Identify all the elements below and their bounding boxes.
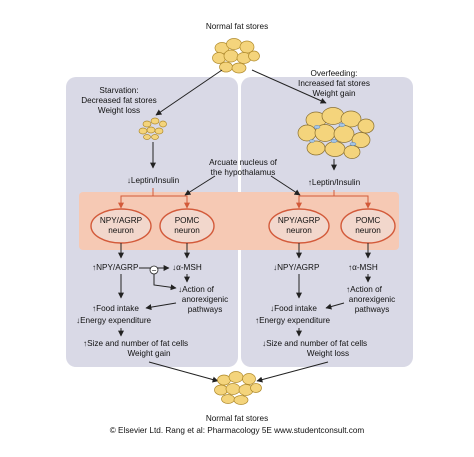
left-food-intake: ↑Food intake <box>92 304 139 313</box>
right-size-label: ↓Size and number of fat cells <box>262 339 367 348</box>
right-energy-text: Energy expenditure <box>259 316 330 325</box>
right-npy-neuron-line1: NPY/AGRP <box>278 216 321 225</box>
title-label: Normal fat stores <box>206 22 268 31</box>
right-npy-output-arrow: ↓ <box>273 263 277 272</box>
copyright-notice: © Elsevier Ltd. Rang et al: Pharmacology… <box>110 426 365 435</box>
arrow-left-to-bottom <box>148 361 219 383</box>
right-leptin-text: Leptin/Insulin <box>312 178 361 187</box>
left-pomc-neuron: POMC neuron <box>159 208 215 244</box>
arcuate-pointer-right <box>270 175 301 196</box>
top-fat-cluster <box>212 38 260 74</box>
left-action-label: ↓Action of anorexigenic pathways <box>178 285 228 314</box>
bottom-label: Normal fat stores <box>206 414 268 423</box>
right-npy-agrp-neuron: NPY/AGRP neuron <box>268 208 330 244</box>
starvation-heading-line3: Weight loss <box>98 106 140 115</box>
right-food-intake: ↓Food intake <box>270 304 317 313</box>
starvation-heading-line1: Starvation: <box>99 86 138 95</box>
left-leptin-arrow: ↓ <box>127 176 131 185</box>
right-msh-output: ↑α-MSH <box>348 263 378 272</box>
left-action-line2: anorexigenic <box>182 295 228 304</box>
right-action-arrow: ↑ <box>346 285 350 294</box>
left-npy-output: ↑NPY/AGRP <box>92 263 139 272</box>
left-energy-expenditure: ↓Energy expenditure <box>76 316 152 325</box>
right-size-text: Size and number of fat cells <box>266 339 367 348</box>
left-weight-gain: Weight gain <box>127 349 171 358</box>
left-food-arrow: ↑ <box>92 304 96 313</box>
right-leptin-label: ↑Leptin/Insulin <box>308 178 361 187</box>
left-size-arrow: ↑ <box>83 339 87 348</box>
right-npy-neuron-line2: neuron <box>286 226 312 235</box>
left-npy-output-text: NPY/AGRP <box>96 263 139 272</box>
right-msh-output-text: α-MSH <box>352 263 378 272</box>
right-action-to-food <box>325 302 345 310</box>
left-npy-neuron-line1: NPY/AGRP <box>100 216 143 225</box>
left-npy-agrp-neuron: NPY/AGRP neuron <box>90 208 152 244</box>
left-energy-arrow: ↓ <box>76 316 80 325</box>
right-pomc-neuron-line1: POMC <box>356 216 381 225</box>
right-size-arrow: ↓ <box>262 339 266 348</box>
arcuate-label-line2: the hypothalamus <box>211 168 276 177</box>
right-weight-loss: Weight loss <box>307 349 349 358</box>
right-npy-output: ↓NPY/AGRP <box>273 263 320 272</box>
right-action-line3: pathways <box>355 305 390 314</box>
left-energy-text: Energy expenditure <box>80 316 151 325</box>
left-size-text: Size and number of fat cells <box>87 339 188 348</box>
left-msh-output-arrow: ↓ <box>172 263 176 272</box>
left-inhibition-to-action <box>153 274 177 291</box>
left-action-line3: pathways <box>188 305 223 314</box>
right-action-label: ↑Action of anorexigenic pathways <box>346 285 395 314</box>
overfeeding-heading-line1: Overfeeding: <box>311 69 358 78</box>
left-npy-output-arrow: ↑ <box>92 263 96 272</box>
left-leptin-label: ↓Leptin/Insulin <box>127 176 180 185</box>
starvation-heading-line2: Decreased fat stores <box>81 96 157 105</box>
starvation-heading: Starvation: Decreased fat stores Weight … <box>81 86 157 115</box>
left-food-text: Food intake <box>96 304 139 313</box>
left-leptin-to-pomc <box>153 195 190 209</box>
right-food-text: Food intake <box>274 304 317 313</box>
overfeeding-heading: Overfeeding: Increased fat stores Weight… <box>298 69 370 98</box>
right-leptin-to-pomc <box>334 195 371 209</box>
left-msh-output: ↓α-MSH <box>172 263 202 272</box>
left-action-arrow: ↓ <box>178 285 182 294</box>
right-action-line2: anorexigenic <box>349 295 395 304</box>
arrow-top-to-overfeeding <box>251 69 327 104</box>
left-msh-output-text: α-MSH <box>176 263 202 272</box>
right-energy-expenditure: ↑Energy expenditure <box>255 316 331 325</box>
right-leptin-arrow: ↑ <box>308 178 312 187</box>
left-leptin-to-npy <box>118 188 154 209</box>
right-food-arrow: ↓ <box>270 304 274 313</box>
arrow-right-to-bottom <box>256 361 329 383</box>
right-energy-arrow: ↑ <box>255 316 259 325</box>
large-fat-cluster <box>297 107 375 159</box>
left-action-line1-text: Action of <box>182 285 215 294</box>
left-action-to-food <box>145 302 177 311</box>
right-pomc-neuron: POMC neuron <box>340 208 396 244</box>
small-fat-cluster <box>138 117 167 140</box>
left-action-line1: ↓Action of <box>178 285 215 294</box>
arcuate-label-line1: Arcuate nucleus of <box>209 158 278 167</box>
right-npy-output-text: NPY/AGRP <box>277 263 320 272</box>
inhibition-sign: − <box>152 266 157 275</box>
arcuate-nucleus-label: Arcuate nucleus of the hypothalamus <box>184 158 301 196</box>
arrow-top-to-starvation <box>155 69 223 116</box>
left-pomc-neuron-line2: neuron <box>174 226 200 235</box>
left-npy-neuron-line2: neuron <box>108 226 134 235</box>
left-pomc-neuron-line1: POMC <box>175 216 200 225</box>
overfeeding-heading-line3: Weight gain <box>312 89 356 98</box>
right-leptin-to-npy <box>296 190 335 209</box>
arcuate-pointer-left <box>184 175 216 196</box>
right-action-line1: ↑Action of <box>346 285 383 294</box>
overfeeding-heading-line2: Increased fat stores <box>298 79 370 88</box>
left-leptin-text: Leptin/Insulin <box>131 176 180 185</box>
left-size-label: ↑Size and number of fat cells <box>83 339 188 348</box>
bottom-fat-cluster <box>214 371 262 405</box>
right-pomc-neuron-line2: neuron <box>355 226 381 235</box>
right-msh-output-arrow: ↑ <box>348 263 352 272</box>
right-action-line1-text: Action of <box>350 285 383 294</box>
